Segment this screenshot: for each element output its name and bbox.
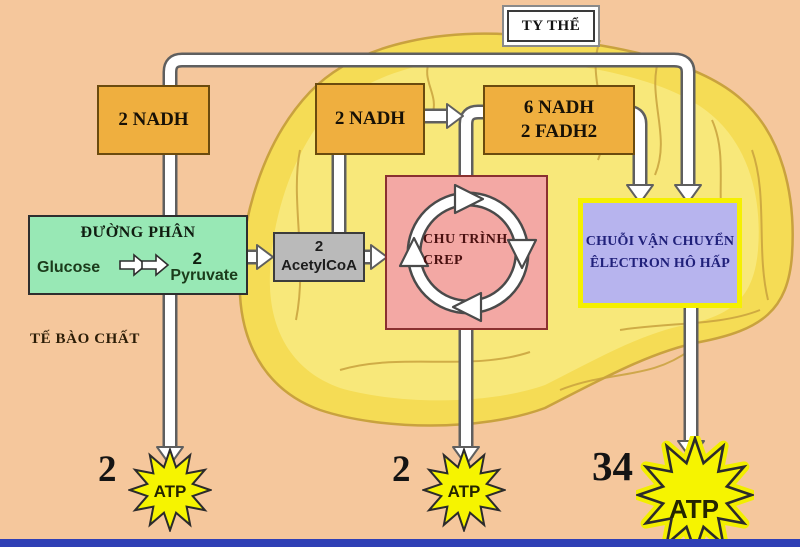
krebs-atp-label: ATP	[447, 482, 481, 501]
arrow-right-to-krebs-icon	[370, 244, 388, 270]
arrow-down-into-etc-right-icon	[674, 184, 702, 204]
krebs-nadh-label: 6 NADH	[523, 97, 595, 119]
mitochondrion-label: TY THỂ	[521, 17, 581, 34]
glycolysis-nadh-label: 2 NADH	[118, 109, 189, 131]
krebs-cycle-box: CHU TRÌNH CREP	[385, 175, 548, 330]
krebs-cycle-arrow-ring-icon	[398, 183, 538, 323]
arrow-right-to-acetyl-icon	[256, 244, 274, 270]
glycolysis-nadh-box: 2 NADH	[97, 85, 210, 155]
pyruvate-nadh-label: 2 NADH	[334, 108, 406, 130]
atp-star-icon	[422, 448, 506, 532]
acetylcoa-box: 2 AcetylCoA	[273, 232, 365, 282]
glycolysis-title: ĐƯỜNG PHÂN	[80, 224, 196, 241]
pyruvate-nadh-box: 2 NADH	[315, 83, 425, 155]
pyruvate-count: 2	[192, 249, 202, 268]
etc-label-line1: CHUỖI VẬN CHUYỂN	[585, 234, 735, 250]
krebs-title-line1: CHU TRÌNH	[423, 232, 508, 247]
krebs-nadh-fadh-box: 6 NADH 2 FADH2	[483, 85, 635, 155]
glucose-label: Glucose	[37, 259, 101, 276]
glucose-to-pyruvate-arrow-icon	[119, 253, 170, 277]
glycolysis-atp-label: ATP	[153, 482, 187, 501]
arrow-right-to-riser-icon	[446, 103, 464, 129]
etc-atp-count: 34	[592, 443, 633, 489]
krebs-atp-group: 2 ATP	[392, 446, 510, 536]
atp-star-glow-icon	[636, 436, 754, 547]
glycolysis-atp-count: 2	[98, 449, 117, 490]
etc-label-line2: ÊLECTRON HÔ HẤP	[590, 256, 730, 271]
atp-star-icon	[128, 448, 212, 532]
krebs-fadh-label: 2 FADH2	[520, 121, 598, 142]
etc-atp-group: 34 ATP	[592, 436, 762, 547]
etc-atp-label: ATP	[668, 494, 720, 524]
acetylcoa-label: AcetylCoA	[281, 257, 357, 274]
krebs-cycle-title: CHU TRÌNH CREP	[423, 229, 508, 271]
cytoplasm-label: TẾ BÀO CHẤT	[30, 331, 140, 347]
krebs-atp-count: 2	[392, 449, 411, 490]
bottom-border-bar	[0, 539, 800, 547]
glycolysis-atp-group: 2 ATP	[98, 446, 216, 536]
krebs-title-line2: CREP	[423, 253, 464, 268]
pyruvate-label: Pyruvate	[170, 267, 238, 284]
glycolysis-box: ĐƯỜNG PHÂN Glucose 2 Pyruvate	[28, 215, 248, 295]
mitochondrion-label-box: TY THỂ	[507, 10, 595, 42]
glycolysis-nadh-to-etc-line	[165, 55, 693, 217]
acetylcoa-count: 2	[314, 238, 324, 256]
arrow-down-into-etc-left-icon	[626, 184, 654, 204]
electron-transport-chain-box: CHUỖI VẬN CHUYỂN ÊLECTRON HÔ HẤP	[578, 198, 742, 308]
